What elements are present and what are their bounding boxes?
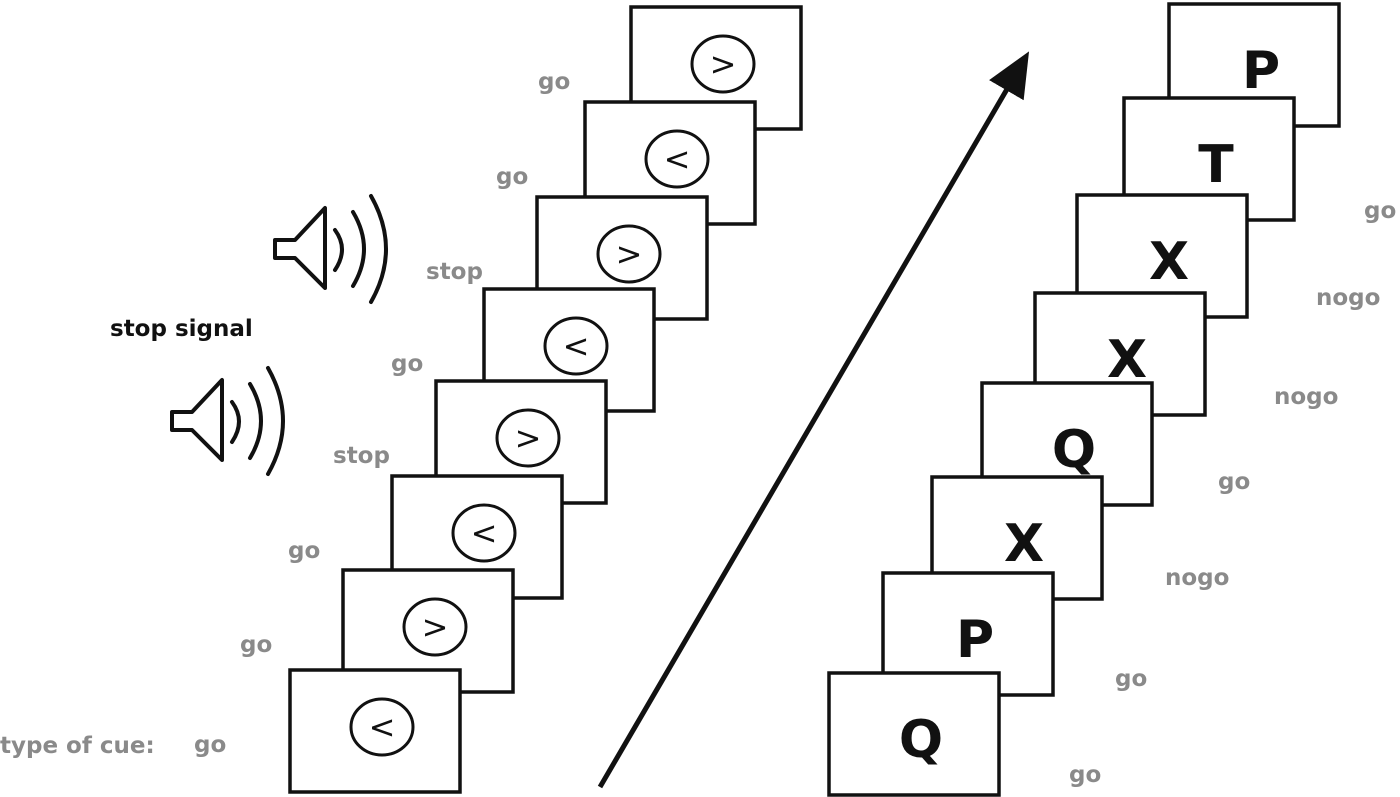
cue-label: go [194,732,226,758]
arrow-symbol: < [563,327,590,365]
fixation-circle [402,597,468,657]
fixation-circle [495,408,561,468]
stimulus-letter: Q [1052,420,1096,480]
cue-label: nogo [1316,285,1380,311]
cue-label: stop [333,443,390,469]
time-arrow [597,51,1030,789]
cue-label: go [1218,469,1250,495]
fixation-circle [451,503,517,563]
stop-trial-screen: < [288,668,462,794]
cue-label: go [1069,762,1101,788]
gonogo-trial-screen: Q [827,671,1001,797]
stimulus-letter: P [1242,41,1280,101]
cue-label: nogo [1165,565,1229,591]
fixation-circle [349,697,415,757]
cue-label: go [288,538,320,564]
arrow-symbol: < [664,140,691,178]
cue-label: go [1364,198,1396,224]
stop-signal-task: > go < go > stop < go > stop < go > go < go [170,5,803,794]
fixation-circle [690,34,756,94]
speaker-icon [170,366,285,476]
cue-label: go [496,164,528,190]
stimulus-letter: Q [899,710,943,770]
screen-frame [827,671,1001,797]
arrow-symbol: < [471,514,498,552]
arrow-symbol: < [369,708,396,746]
speaker-icon [273,194,388,304]
stimulus-letter: X [1149,232,1189,292]
fixation-circle [543,316,609,376]
stimulus-letter: X [1004,514,1044,574]
labels: type of cue: stop signal [0,316,253,759]
fixation-circle [596,224,662,284]
fixation-circle [644,129,710,189]
cue-label: go [240,632,272,658]
cue-type-label: type of cue: [0,733,155,759]
arrow-symbol: > [710,45,737,83]
cue-label: stop [426,259,483,285]
arrow-symbol: > [422,608,449,646]
cue-label: go [538,69,570,95]
arrow-symbol: > [515,419,542,457]
stimulus-letter: P [956,610,994,670]
arrow-symbol: > [616,235,643,273]
stop-signal-label: stop signal [110,316,253,342]
stimulus-letter: T [1198,135,1234,195]
cue-label: go [391,351,423,377]
cue-label: go [1115,666,1147,692]
stimulus-letter: X [1107,330,1147,390]
cue-label: nogo [1274,384,1338,410]
